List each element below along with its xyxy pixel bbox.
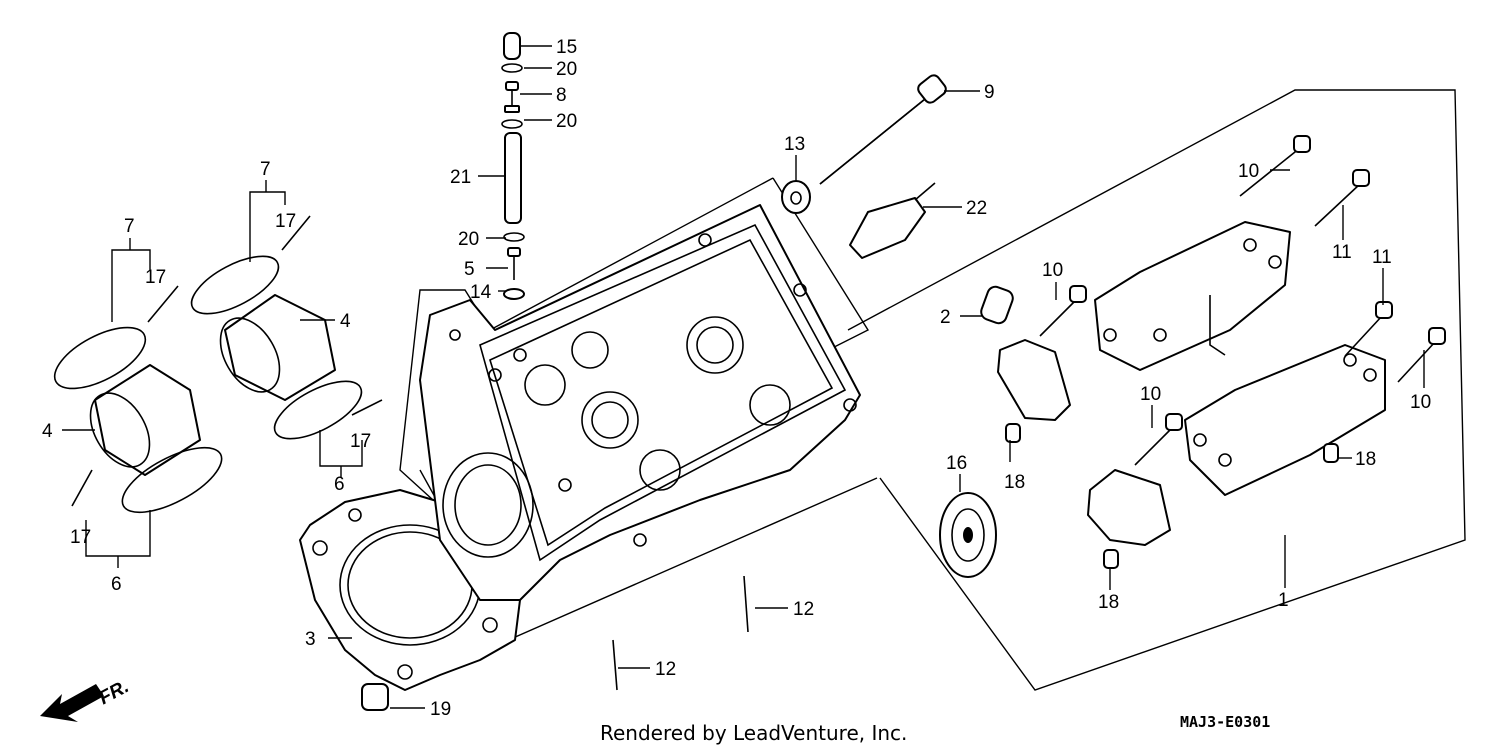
callout-3: 3 xyxy=(305,629,316,650)
dowel-pin-small xyxy=(1005,423,1339,569)
camshaft-holder-upper xyxy=(997,339,1071,421)
callout-18: 18 xyxy=(1098,592,1119,613)
callout-17: 17 xyxy=(275,211,296,232)
front-arrow-icon xyxy=(40,684,104,722)
render-credit: Rendered by LeadVenture, Inc. xyxy=(600,721,907,745)
hose-clamp xyxy=(53,255,363,514)
leader-lines xyxy=(62,45,1425,709)
rocker-holder-lower xyxy=(1184,344,1386,496)
callout-11: 11 xyxy=(1332,242,1352,263)
spark-plug xyxy=(849,182,936,259)
callout-22: 22 xyxy=(966,198,987,219)
sealing-washer xyxy=(781,180,811,214)
callout-20: 20 xyxy=(556,59,577,80)
callout-12: 12 xyxy=(793,599,814,620)
callout-8: 8 xyxy=(556,85,567,106)
callout-18: 18 xyxy=(1355,449,1376,470)
callout-16: 16 xyxy=(946,453,967,474)
callout-17: 17 xyxy=(350,431,371,452)
callout-4: 4 xyxy=(340,311,351,332)
cylinder-head xyxy=(419,204,861,601)
front-direction-label: FR. xyxy=(96,676,133,709)
long-stud-bolt xyxy=(819,74,947,185)
callout-17: 17 xyxy=(145,267,166,288)
callout-4: 4 xyxy=(42,421,53,442)
callout-10: 10 xyxy=(1238,161,1259,182)
o-ring-top xyxy=(501,63,525,242)
callout-6: 6 xyxy=(111,574,122,595)
clamp-screw xyxy=(71,215,383,507)
callout-14: 14 xyxy=(470,282,492,303)
callout-10: 10 xyxy=(1140,384,1161,405)
callout-18: 18 xyxy=(1004,472,1025,493)
callout-9: 9 xyxy=(984,82,995,103)
dowel-pin-head xyxy=(361,683,389,711)
callout-13: 13 xyxy=(784,134,805,155)
oil-bolt-lower xyxy=(503,247,525,300)
callout-12: 12 xyxy=(655,659,676,680)
oil-bolt-upper xyxy=(504,81,520,113)
dowel-pin-large xyxy=(980,285,1014,325)
rocker-holder-upper xyxy=(1094,221,1291,371)
callout-21: 21 xyxy=(450,167,471,188)
callout-19: 19 xyxy=(430,699,451,720)
oil-pipe-cap xyxy=(503,32,521,60)
callout-10: 10 xyxy=(1042,260,1063,281)
callout-17: 17 xyxy=(70,527,91,548)
callout-2: 2 xyxy=(940,307,951,328)
callout-6: 6 xyxy=(334,474,345,495)
callout-20: 20 xyxy=(556,111,577,132)
callout-labels: 15 20 8 20 21 20 5 14 9 13 22 2 10 11 10… xyxy=(42,37,1431,720)
roller-bearing xyxy=(939,492,997,578)
callout-20: 20 xyxy=(458,229,479,250)
callout-10: 10 xyxy=(1410,392,1431,413)
rocker-arm-assembly-outline xyxy=(847,89,1466,691)
callout-15: 15 xyxy=(556,37,577,58)
stud-bolt xyxy=(612,575,749,691)
intake-insulator-right xyxy=(219,294,336,401)
callout-1: 1 xyxy=(1278,590,1289,611)
callout-7: 7 xyxy=(124,216,135,237)
callout-11: 11 xyxy=(1372,247,1392,268)
intake-insulator-left xyxy=(89,364,201,476)
diagram-code: MAJ3-E0301 xyxy=(1180,713,1270,731)
camshaft-holder-lower xyxy=(1087,469,1171,546)
holder-bolt xyxy=(1039,135,1446,466)
oil-pipe xyxy=(504,132,522,224)
callout-5: 5 xyxy=(464,259,475,280)
callout-7: 7 xyxy=(260,159,271,180)
